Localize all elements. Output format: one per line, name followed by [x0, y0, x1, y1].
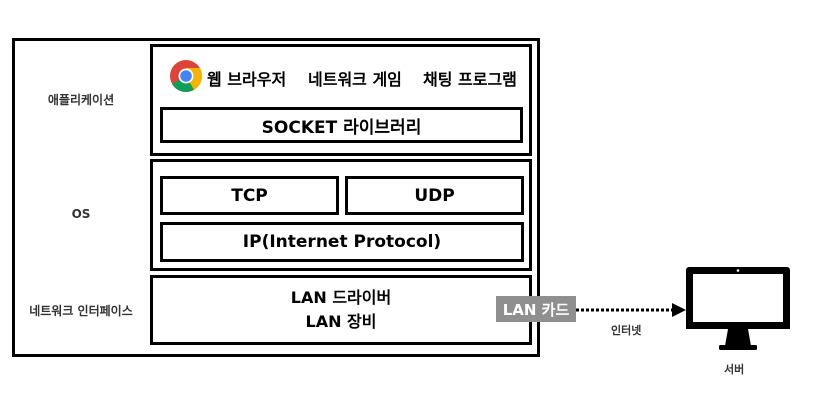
application-layer [150, 44, 532, 156]
server-label: 서버 [724, 363, 745, 376]
lan-driver-text: LAN 드라이버 [290, 288, 392, 307]
os-layer [150, 159, 532, 271]
layer-label-network-interface: 네트워크 인터페이스 [29, 304, 133, 318]
app-web-browser: 웹 브라우저 [207, 70, 287, 89]
internet-label: 인터넷 [611, 324, 642, 337]
socket-library-box: SOCKET 라이브러리 [160, 107, 523, 143]
monitor-icon [686, 267, 790, 350]
tcp-box: TCP [160, 176, 339, 215]
udp-box: UDP [345, 176, 524, 215]
app-network-game: 네트워크 게임 [308, 70, 402, 89]
chrome-icon [170, 60, 203, 93]
lan-card-label: LAN 카드 [496, 296, 576, 322]
host-frame [12, 38, 540, 357]
layer-label-application: 애플리케이션 [47, 93, 115, 107]
layer-label-os: OS [71, 207, 91, 221]
internet-arrow [576, 303, 686, 317]
ip-box: IP(Internet Protocol) [160, 222, 524, 262]
app-chat-program: 채팅 프로그램 [423, 70, 517, 89]
lan-device-text: LAN 장비 [305, 312, 377, 331]
